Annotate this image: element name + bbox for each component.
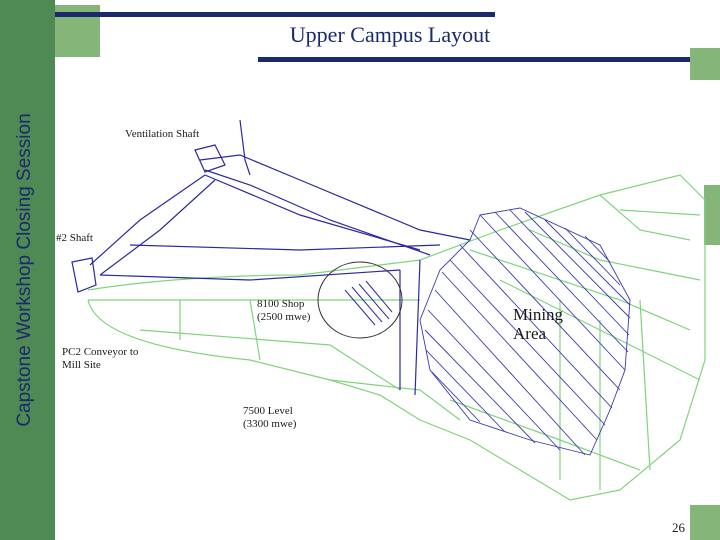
tunnel-drift-13 <box>249 299 261 361</box>
tunnel-outline-lower <box>87 200 706 501</box>
shop-8100-circle <box>317 261 403 339</box>
sidebar-band <box>0 0 55 540</box>
vent-to-shaft2-b <box>99 179 216 276</box>
tunnel-drift-3 <box>469 249 691 331</box>
mining-area <box>419 207 631 456</box>
tunnel-outline-upper <box>87 174 706 291</box>
vent-to-shaft2 <box>89 174 206 266</box>
tunnel-drift-14 <box>329 379 461 421</box>
vent-drift-b <box>204 169 431 256</box>
mining-area-outline <box>419 207 631 456</box>
vent-collar <box>194 144 226 173</box>
bottom-right-accent-block <box>690 505 720 540</box>
level-7500-tunnels <box>87 174 706 501</box>
title-rule-top <box>55 12 495 17</box>
shop-8100-chambers <box>344 280 393 326</box>
tunnel-drift-7 <box>599 194 691 241</box>
shop-8100-label: 8100 Shop (2500 mwe) <box>257 298 311 323</box>
level-7500-label: 7500 Level (3300 mwe) <box>243 405 297 430</box>
upper-drifts <box>71 119 471 396</box>
mining-area-hatch <box>424 209 631 456</box>
vent-drift-a <box>199 154 471 241</box>
shop-connector-b <box>414 259 421 396</box>
mining-area-label: Mining Area <box>513 305 564 343</box>
shaft2-drift <box>129 244 441 251</box>
ventilation-shaft-label: Ventilation Shaft <box>125 128 200 140</box>
shaft2-collar <box>71 257 97 293</box>
right-accent-strip <box>704 185 720 245</box>
ventilation-shaft-line <box>239 119 251 176</box>
campus-layout-map <box>71 119 706 501</box>
title-rule-bottom <box>258 57 690 62</box>
tunnel-drift-11 <box>639 299 651 471</box>
right-accent-block <box>690 48 720 80</box>
page-title: Upper Campus Layout <box>289 22 491 47</box>
vent-drift-c <box>204 174 421 251</box>
shaft2-drift-b <box>99 269 401 281</box>
pc2-conveyor-label: PC2 Conveyor to Mill Site <box>62 346 139 371</box>
tunnel-drift-8 <box>619 209 701 216</box>
page-number: 26 <box>672 520 685 535</box>
tunnel-drift-4 <box>499 279 701 381</box>
side-session-label: Capstone Workshop Closing Session <box>14 113 35 427</box>
shaft-2-label: #2 Shaft <box>56 232 93 244</box>
tunnel-drift-2 <box>139 329 401 391</box>
